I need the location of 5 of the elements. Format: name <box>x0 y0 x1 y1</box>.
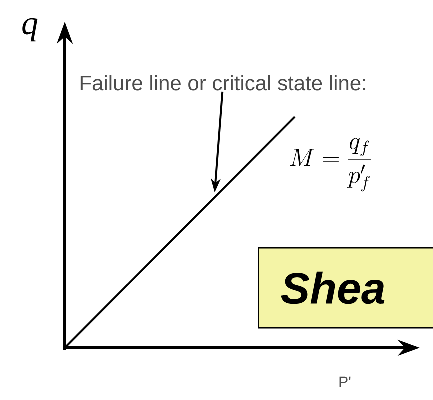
axis-label: P' <box>340 376 351 388</box>
title-box: Shea <box>258 247 433 329</box>
formula: $M = \frac{q_f}{p'_f}$ <box>290 138 372 192</box>
axis-label: q <box>22 18 38 42</box>
callout-text: Failure line or critical state line: <box>80 75 366 91</box>
